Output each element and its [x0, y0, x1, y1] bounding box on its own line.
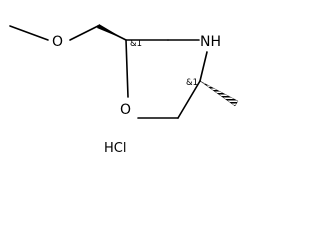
methoxy-oxygen-label: O: [52, 34, 63, 50]
wedge-bond-c2: [97, 24, 126, 40]
stereo-label-c5: &1: [186, 78, 198, 88]
stereo-label-c2: &1: [130, 39, 142, 49]
bond-n4-c5: [199, 51, 208, 82]
bond-c5-c6: [177, 80, 201, 119]
bond-o1-c2: [125, 39, 129, 98]
ring-nitrogen-label: NH: [200, 34, 221, 50]
bond-methyl-oxygen: [9, 25, 49, 41]
salt-label: HCl: [104, 141, 126, 156]
bond-oxygen-ch2: [69, 25, 99, 41]
chemical-structure: O NH O &1 &1 HCl: [9, 24, 239, 156]
hashed-wedge-bond-c5: [199, 80, 239, 107]
ring-oxygen-label: O: [120, 102, 131, 118]
